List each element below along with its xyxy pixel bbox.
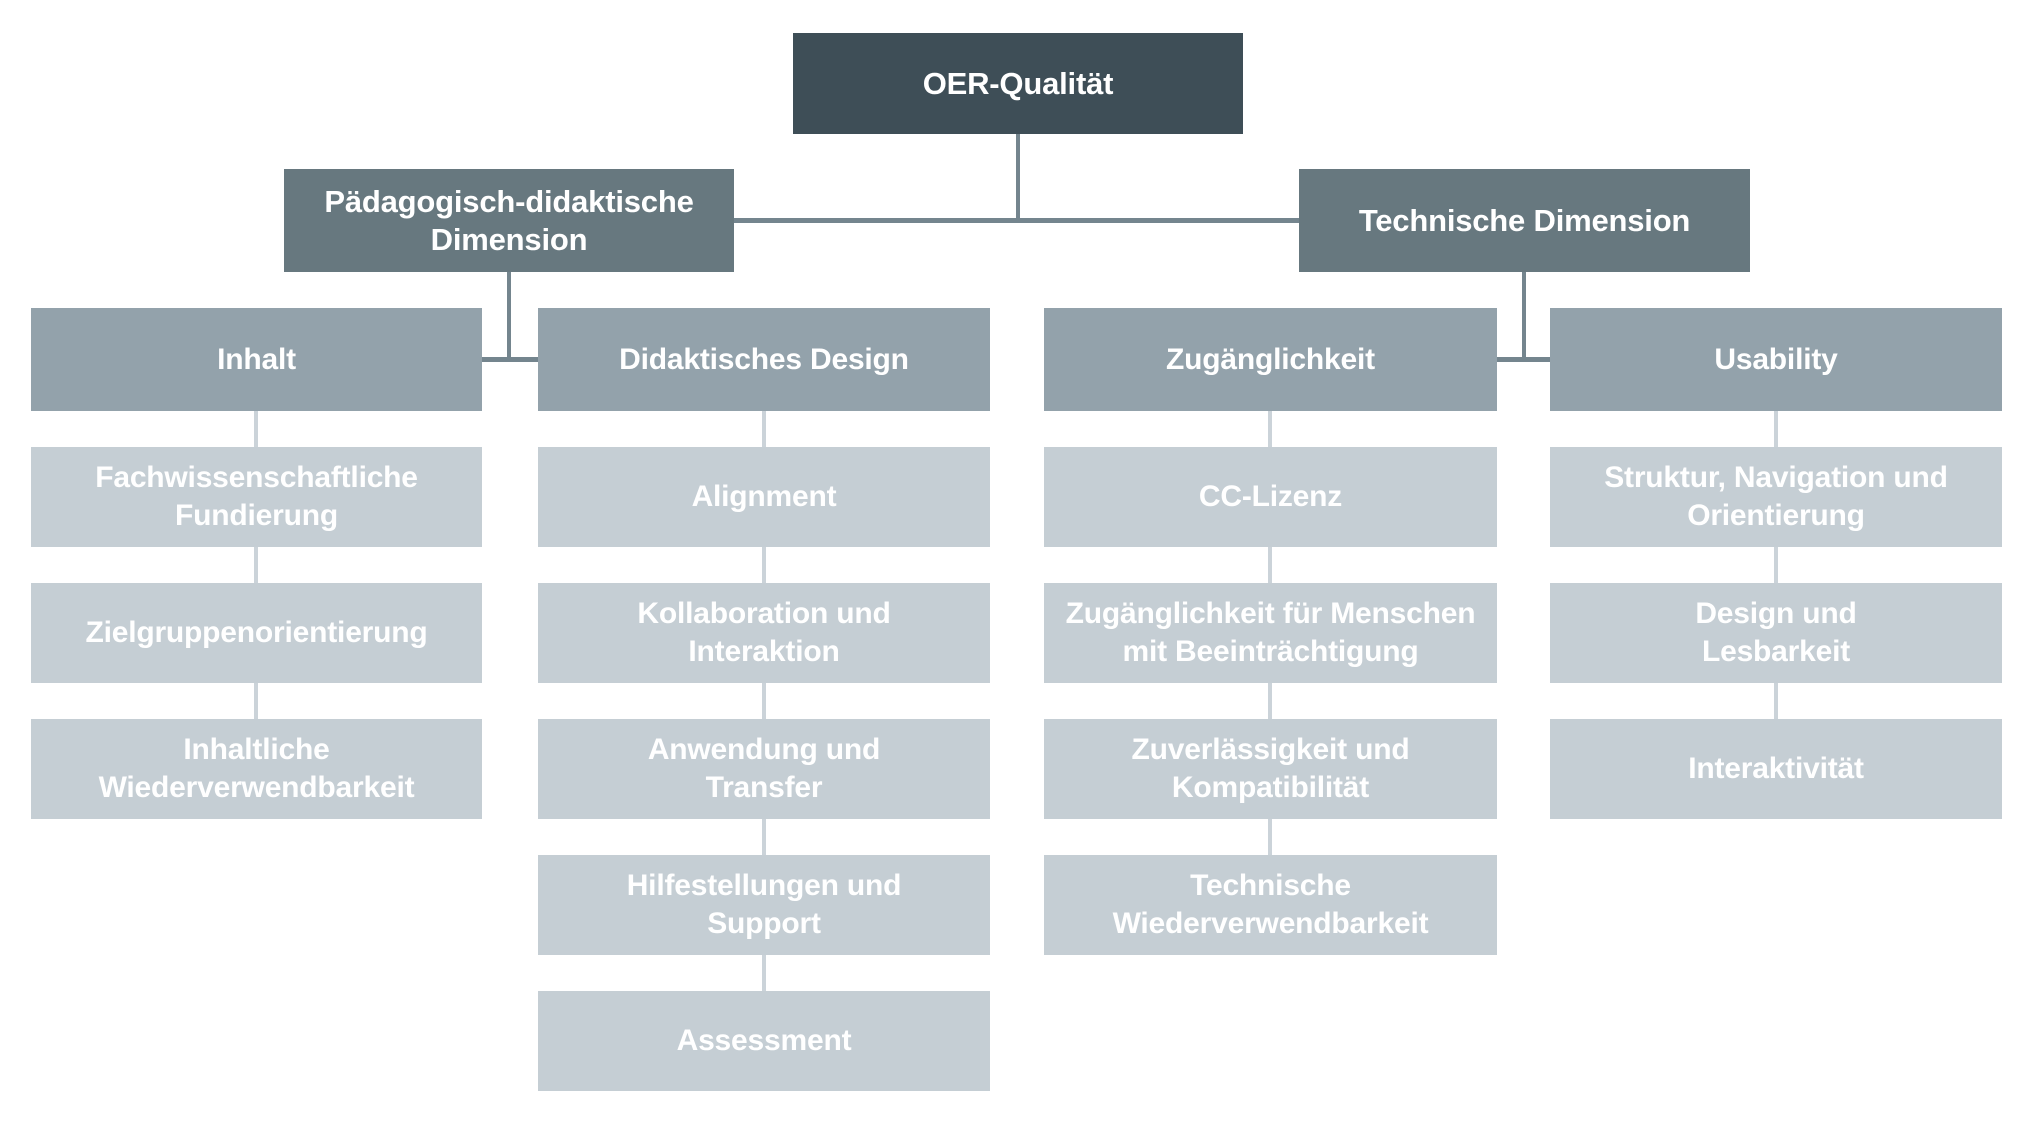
node-anwendung-und-transfer: Anwendung und Transfer	[538, 719, 990, 819]
connector-inhalt-1	[254, 547, 258, 583]
connector-zugaenglichkeit-0	[1268, 411, 1272, 447]
node-design-und-lesbarkeit: Design und Lesbarkeit	[1550, 583, 2002, 683]
connector-usability-0	[1774, 411, 1778, 447]
connector-technisch-categories-horizontal	[1497, 357, 1550, 362]
node-technische-dimension: Technische Dimension	[1299, 169, 1750, 272]
connector-usability-1	[1774, 547, 1778, 583]
node-paedagogisch-didaktische-dimension: Pädagogisch-didaktische Dimension	[284, 169, 734, 272]
node-kollaboration-und-interaktion: Kollaboration und Interaktion	[538, 583, 990, 683]
node-struktur-navigation-orientierung: Struktur, Navigation und Orientierung	[1550, 447, 2002, 547]
connector-zugaenglichkeit-1	[1268, 547, 1272, 583]
connector-usability-2	[1774, 683, 1778, 719]
connector-paedagogisch-categories-horizontal	[482, 357, 538, 362]
connector-root-vertical	[1016, 134, 1020, 223]
node-cc-lizenz: CC-Lizenz	[1044, 447, 1497, 547]
node-oer-qualitaet: OER-Qualität	[793, 33, 1243, 134]
node-interaktivitaet: Interaktivität	[1550, 719, 2002, 819]
node-zielgruppenorientierung: Zielgruppenorientierung	[31, 583, 482, 683]
connector-zugaenglichkeit-2	[1268, 683, 1272, 719]
connector-paedagogisch-vertical	[507, 272, 511, 362]
connector-didaktisches-1	[762, 547, 766, 583]
connector-technisch-vertical	[1522, 272, 1526, 362]
connector-didaktisches-2	[762, 683, 766, 719]
node-inhaltliche-wiederverwendbarkeit: Inhaltliche Wiederverwendbarkeit	[31, 719, 482, 819]
node-zugaenglichkeit-fuer-menschen: Zugänglichkeit für Menschen mit Beeinträ…	[1044, 583, 1497, 683]
connector-dimensions-horizontal	[734, 218, 1299, 223]
node-hilfestellungen-und-support: Hilfestellungen und Support	[538, 855, 990, 955]
node-assessment: Assessment	[538, 991, 990, 1091]
connector-zugaenglichkeit-3	[1268, 819, 1272, 855]
node-zugaenglichkeit: Zugänglichkeit	[1044, 308, 1497, 411]
connector-didaktisches-3	[762, 819, 766, 855]
connector-inhalt-2	[254, 683, 258, 719]
node-zuverlaessigkeit-und-kompatibilitaet: Zuverlässigkeit und Kompatibilität	[1044, 719, 1497, 819]
node-fachwissenschaftliche-fundierung: Fachwissenschaftliche Fundierung	[31, 447, 482, 547]
node-technische-wiederverwendbarkeit: Technische Wiederverwendbarkeit	[1044, 855, 1497, 955]
connector-didaktisches-4	[762, 955, 766, 991]
node-alignment: Alignment	[538, 447, 990, 547]
connector-didaktisches-0	[762, 411, 766, 447]
node-didaktisches-design: Didaktisches Design	[538, 308, 990, 411]
node-usability: Usability	[1550, 308, 2002, 411]
connector-inhalt-0	[254, 411, 258, 447]
node-inhalt: Inhalt	[31, 308, 482, 411]
